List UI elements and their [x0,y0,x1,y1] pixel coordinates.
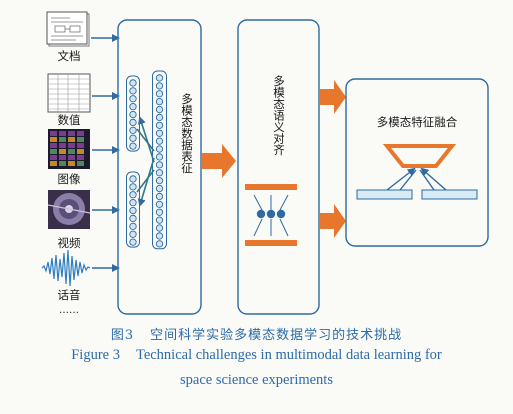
image-grid-icon [48,129,90,169]
stage3-frame [345,78,489,247]
stage1-frame [117,19,202,315]
caption-cn-text: 空间科学实验多模态数据学习的技术挑战 [150,328,403,343]
encoder-node [129,79,137,87]
encoder-node [129,103,137,111]
modality-ellipsis: …… [59,305,79,316]
encoder-column-frame [126,171,140,248]
encoder-node [155,74,164,82]
encoder-node [155,184,164,193]
encoder-column-frame [126,75,140,152]
encoder-node [129,214,137,223]
caption-en-number: Figure 3 [71,347,120,363]
stage1-label: 多模态数据表征 [180,92,194,174]
encoder-node [129,198,137,207]
caption-en-line1: Technical challenges in multimodal data … [135,347,442,363]
encoder-node [129,230,137,238]
document-icon [46,11,90,47]
caption-cn-number: 图3 [110,328,135,343]
encoder-node [129,191,137,199]
modality-label-image: 图像 [58,172,81,186]
modality-label-numeric: 数值 [58,113,81,127]
encoder-node [129,87,137,95]
modality-label-audio: 话音 [58,288,81,302]
modality-label-video: 视频 [58,236,81,250]
table-icon [47,73,91,113]
encoder-connections [136,116,155,207]
encoder-node [129,142,137,150]
stage2-frame [237,19,320,315]
stage2-label: 多模态语义对齐 [272,74,286,156]
encoder-node [129,175,137,183]
caption-english-line1: Figure 3 Technical challenges in multimod… [0,347,513,364]
encoder-node [155,240,164,248]
encoder-node [155,105,164,114]
encoder-node [155,224,164,232]
encoder-node [155,129,164,137]
encoder-node [155,216,164,224]
encoder-node [155,169,164,177]
encoder-node [155,113,164,122]
caption-english-line2: space science experiments [0,372,513,389]
stage3-label: 多模态特征融合 [377,115,458,129]
encoder-node [129,110,137,119]
caption-chinese: 图3 空间科学实验多模态数据学习的技术挑战 [0,324,513,343]
encoder-node [155,176,164,185]
encoder-node [129,206,137,215]
modality-label-document: 文档 [58,49,81,63]
encoder-node [129,238,137,246]
encoder-node [129,183,137,191]
encoder-node [129,222,137,231]
encoder-node [129,118,137,127]
encoder-node [155,137,164,145]
encoder-node [155,232,164,240]
fusion-graphic [356,144,478,200]
encoder-node [155,161,164,169]
flow-arrow-2-upper [320,80,346,114]
encoder-node [155,192,164,201]
flow-arrow-1 [202,144,236,178]
encoder-node [155,153,164,161]
encoder-node [155,82,164,90]
alignment-graphic [245,184,297,246]
encoder-node [155,98,164,106]
encoder-node [155,145,164,153]
flow-arrow-2-lower [320,204,346,238]
encoder-node [155,200,164,209]
encoder-node [155,208,164,216]
encoder-node-columns [126,70,167,250]
encoder-node [129,95,137,103]
waveform-icon [41,249,91,287]
video-icon [47,190,91,229]
encoder-node [129,126,137,135]
caption-en-line2: space science experiments [180,372,333,388]
encoder-node [129,134,137,142]
encoder-node [155,121,164,130]
encoder-node [155,90,164,98]
